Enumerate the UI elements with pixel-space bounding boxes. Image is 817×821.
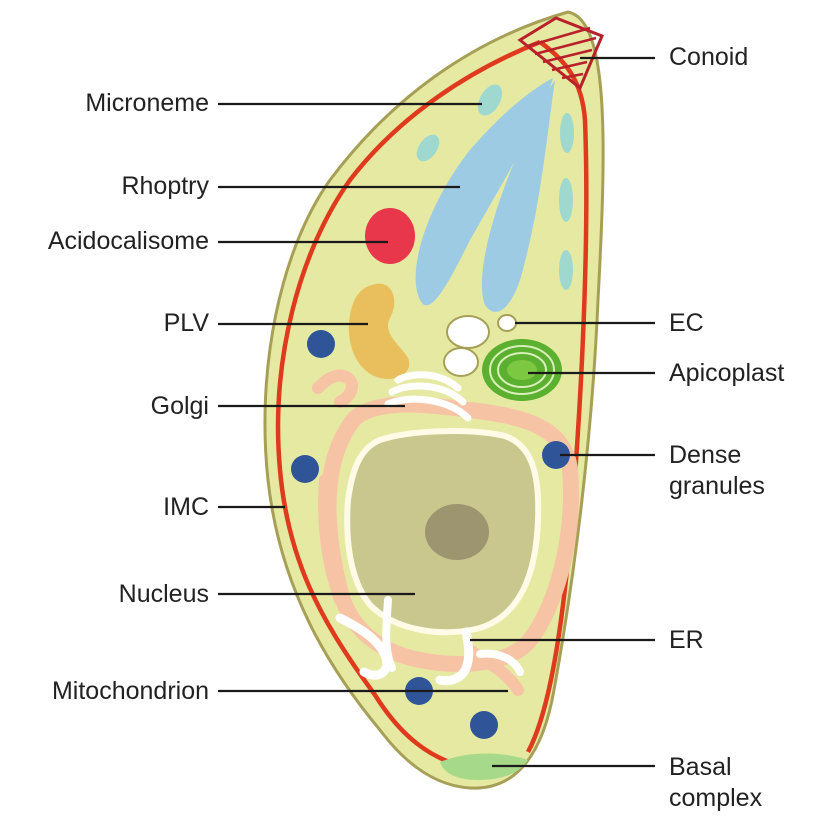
label-mitochondrion: Mitochondrion [52, 676, 209, 706]
microneme [560, 113, 574, 153]
label-dense-granules: Dense granules [669, 440, 765, 502]
label-ec: EC [669, 308, 704, 338]
label-imc: IMC [163, 492, 209, 522]
label-microneme: Microneme [85, 88, 209, 118]
ec-vesicle-small [498, 315, 516, 331]
label-golgi: Golgi [151, 391, 209, 421]
microneme [559, 250, 573, 290]
ec-vesicle-large [447, 316, 489, 348]
label-conoid: Conoid [669, 42, 748, 72]
label-basal-complex: Basal complex [669, 752, 762, 814]
dense-granule [291, 455, 319, 483]
dense-granule [307, 330, 335, 358]
label-nucleus: Nucleus [119, 579, 209, 609]
label-apicoplast: Apicoplast [669, 358, 784, 388]
label-er: ER [669, 625, 704, 655]
microneme [559, 178, 573, 222]
apicoplast [482, 339, 562, 401]
label-rhoptry: Rhoptry [121, 171, 209, 201]
label-plv: PLV [164, 308, 209, 338]
dense-granule [470, 711, 498, 739]
label-acidocalisome: Acidocalisome [48, 226, 209, 256]
acidocalisome [365, 208, 415, 264]
ec-vesicle-medium [444, 348, 478, 376]
nucleolus [425, 504, 489, 560]
